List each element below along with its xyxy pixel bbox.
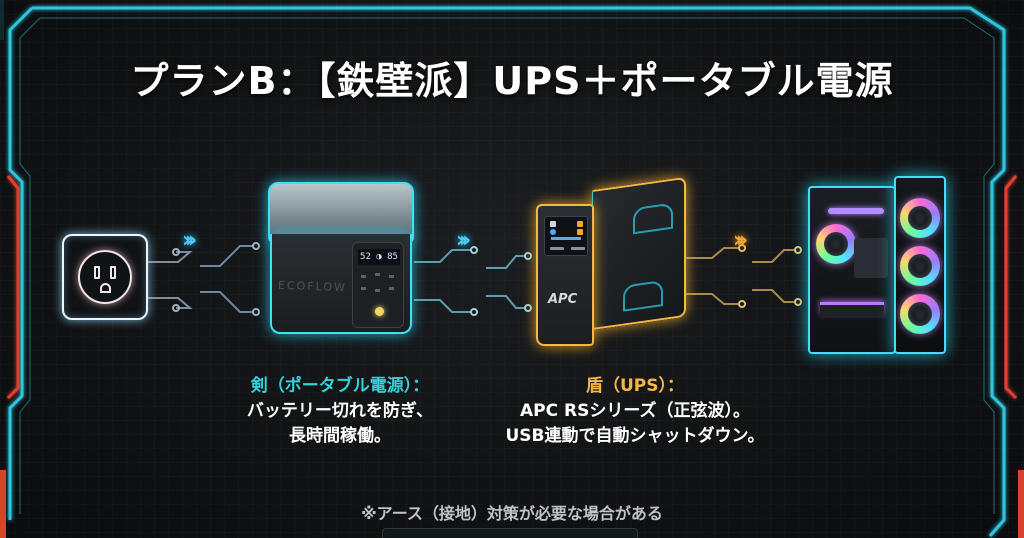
outlet-face (78, 250, 132, 304)
caption-line: APC RSシリーズ（正弦波）。 (520, 401, 750, 421)
caption-ups: 盾（UPS）： APC RSシリーズ（正弦波）。 USB連動で自動シャットダウン… (470, 374, 800, 449)
brand-logo: APC (548, 292, 578, 307)
footer-tab (382, 528, 638, 538)
lcd-screen: 52 ◑ 85 (358, 249, 400, 265)
control-panel: 52 ◑ 85 (352, 242, 404, 328)
flow-arrow-icon: ››› (733, 228, 748, 253)
pc-case-glass (808, 186, 896, 354)
slide-title: プランB：【鉄壁派】UPS＋ポータブル電源 (130, 59, 894, 103)
ups-unit: APC (536, 176, 686, 346)
caption-portable-power: 剣（ポータブル電源）： バッテリー切れを防ぎ、 長時間稼働。 (190, 374, 490, 449)
ups-front: APC (536, 204, 594, 346)
wall-outlet-icon (62, 234, 148, 320)
caption-line: USB連動で自動シャットダウン。 (505, 426, 765, 446)
pc-front-panel (894, 176, 946, 354)
footnote: ※アース（接地）対策が必要な場合がある (361, 504, 663, 523)
brand-logo: ECOFLOW (277, 278, 348, 295)
flow-arrow-icon: ››› (182, 228, 197, 253)
rgb-fan-icon (900, 294, 940, 334)
rgb-fan-icon (900, 246, 940, 286)
rgb-fan-icon (816, 224, 856, 264)
power-station-handle (268, 182, 414, 242)
ups-side (592, 176, 686, 330)
power-station-body: ECOFLOW 52 ◑ 85 (270, 234, 412, 334)
caption-heading: 剣（ポータブル電源）： (250, 376, 430, 396)
power-button-icon (375, 307, 384, 316)
rgb-fan-icon (900, 198, 940, 238)
vent-icon (623, 280, 663, 312)
flow-arrow-icon: ››› (456, 228, 471, 253)
ups-display (544, 216, 588, 256)
caption-heading: 盾（UPS）： (585, 376, 684, 396)
gpu (820, 302, 884, 316)
portable-power-station: ECOFLOW 52 ◑ 85 (268, 182, 414, 334)
vent-icon (633, 202, 673, 235)
caption-line: バッテリー切れを防ぎ、 (246, 401, 434, 421)
caption-line: 長時間稼働。 (289, 426, 391, 446)
gaming-pc (808, 176, 958, 354)
